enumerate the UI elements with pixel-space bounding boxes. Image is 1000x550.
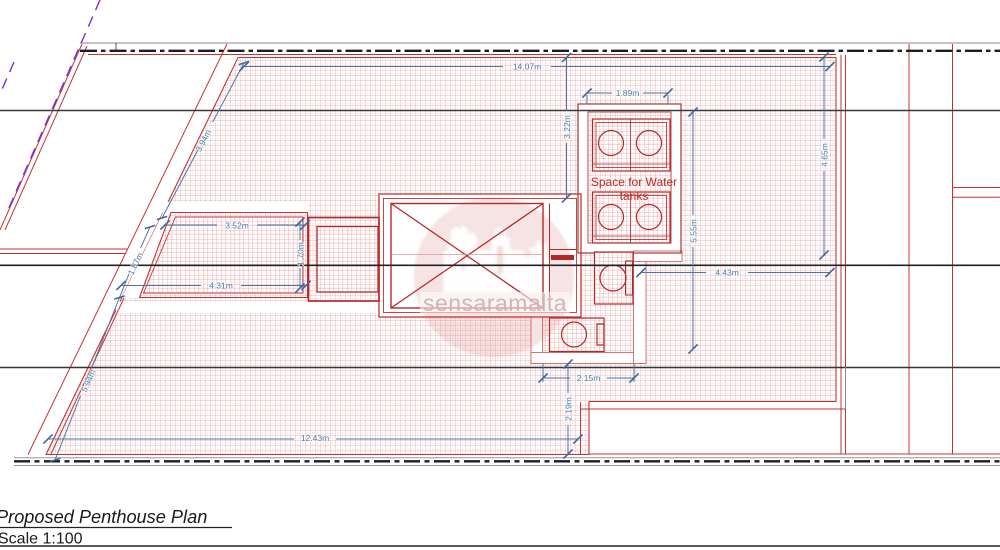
svg-text:2.19m: 2.19m (564, 397, 574, 421)
svg-text:4.31m: 4.31m (209, 281, 233, 291)
svg-text:Proposed Penthouse Plan: Proposed Penthouse Plan (0, 507, 207, 527)
svg-text:1.89m: 1.89m (616, 88, 640, 98)
svg-text:1.70m: 1.70m (296, 242, 306, 266)
svg-text:Scale 1:100: Scale 1:100 (0, 531, 83, 548)
svg-text:tanks: tanks (620, 189, 649, 203)
svg-text:14.07m: 14.07m (513, 62, 541, 72)
svg-text:3.52m: 3.52m (225, 221, 249, 231)
svg-text:5.55m: 5.55m (689, 219, 699, 243)
svg-text:sensaramalta: sensaramalta (423, 290, 567, 316)
svg-text:4.43m: 4.43m (715, 268, 739, 278)
svg-text:12.43m: 12.43m (301, 433, 329, 443)
svg-text:2.15m: 2.15m (577, 373, 601, 383)
svg-text:4.65m: 4.65m (820, 143, 830, 167)
svg-text:3.22m: 3.22m (562, 115, 572, 139)
svg-text:Space for Water: Space for Water (591, 175, 677, 189)
